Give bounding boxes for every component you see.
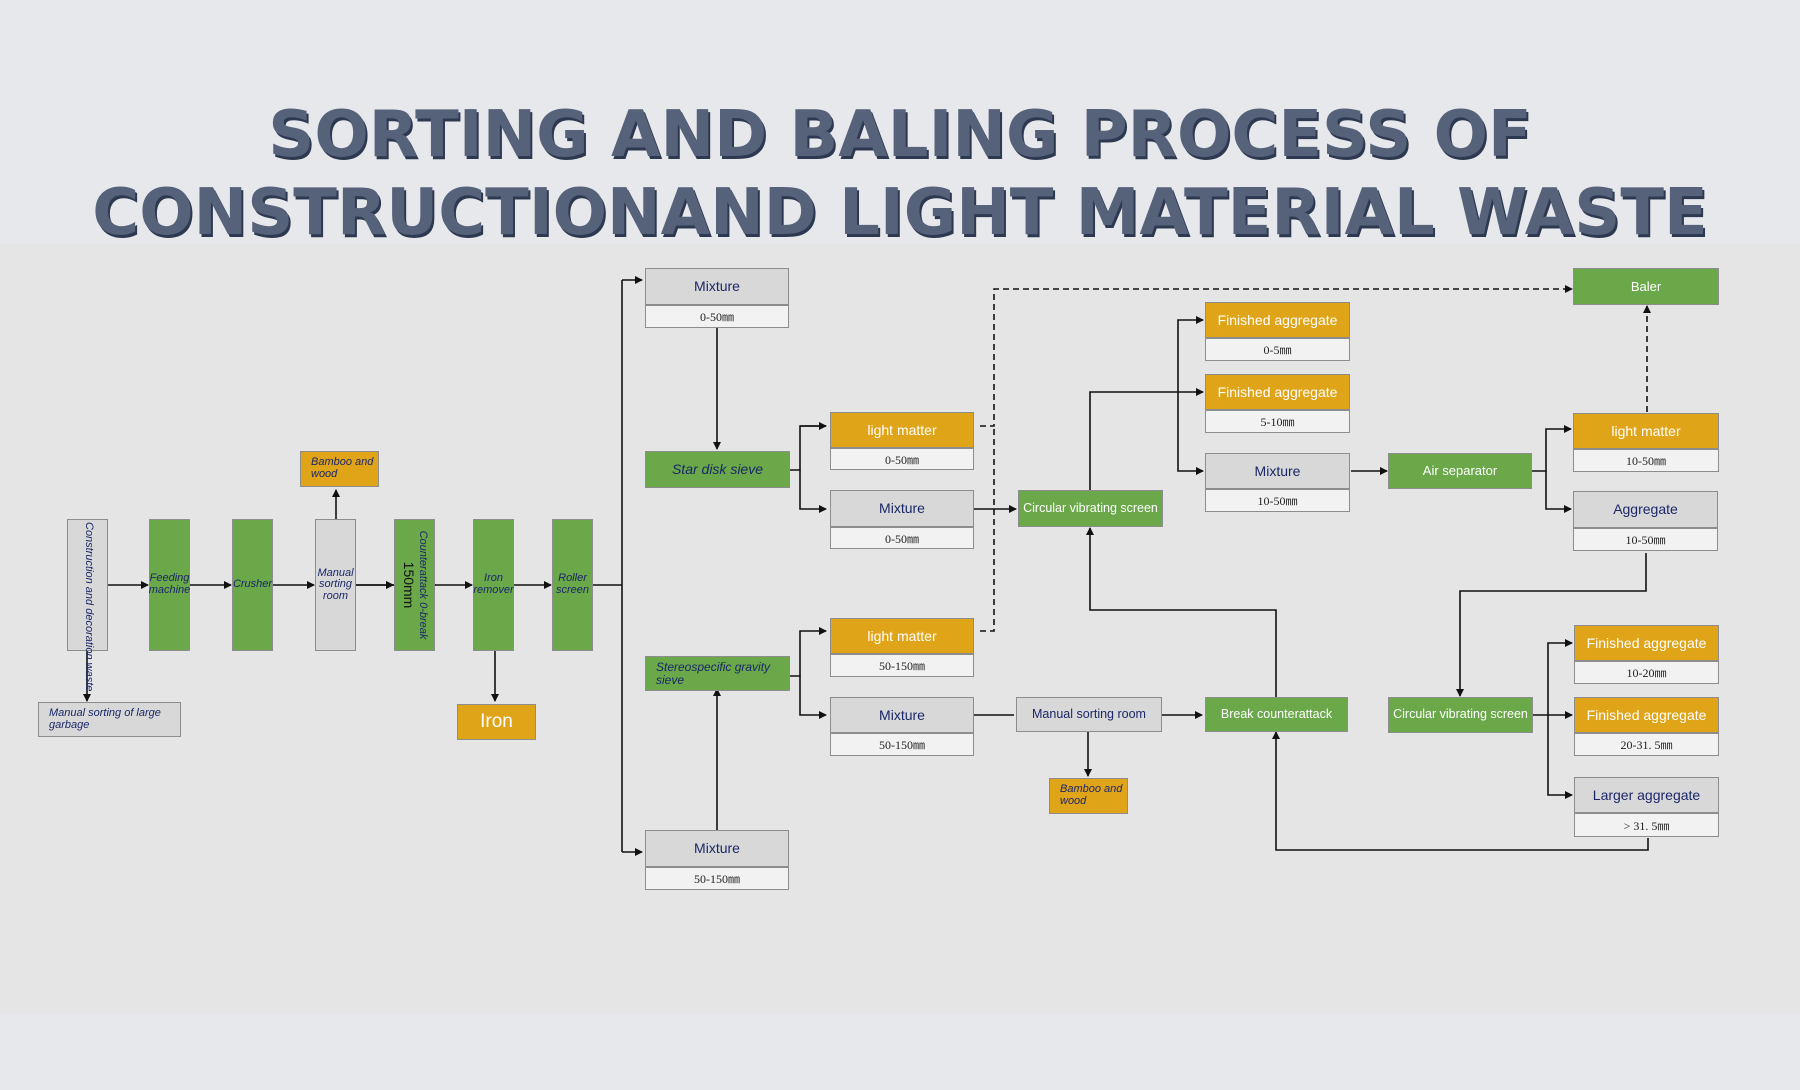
mixture-b-node: Mixture	[830, 697, 974, 733]
iron-remover-label: Iron remover	[473, 572, 514, 596]
crusher-label: Crusher	[232, 578, 273, 591]
mixture-top-size: 0-50㎜	[645, 305, 789, 328]
light-matter-1-size: 0-50㎜	[830, 448, 974, 470]
crusher-node: Crusher	[232, 519, 273, 651]
finished-agg-3-size: 10-20㎜	[1574, 661, 1719, 684]
mixture-a-node: Mixture	[830, 490, 974, 527]
light-matter-1-node: light matter	[830, 412, 974, 448]
mixture-a-size: 0-50㎜	[830, 527, 974, 549]
finished-agg-1-node: Finished aggregate	[1205, 302, 1350, 338]
light-matter-3-size: 10-50㎜	[1573, 449, 1719, 472]
manual-sorting-room-2-node: Manual sorting room	[1016, 697, 1162, 732]
aggregate-size: 10-50㎜	[1573, 528, 1718, 551]
iron-node: Iron	[457, 704, 536, 740]
finished-agg-1-size: 0-5㎜	[1205, 338, 1350, 361]
construction-waste-label: Construction and decoration waste	[82, 522, 95, 692]
mixture-top-node: Mixture	[645, 268, 789, 305]
title-line-1: SORTING AND BALING PROCESS OF	[268, 98, 1532, 172]
baler-node: Baler	[1573, 268, 1719, 305]
circular-screen-2-node: Circular vibrating screen	[1388, 697, 1533, 733]
finished-agg-2-node: Finished aggregate	[1205, 374, 1350, 410]
finished-agg-2-size: 5-10㎜	[1205, 410, 1350, 433]
manual-sorting-room-1-node: Manual sorting room	[315, 519, 356, 651]
larger-agg-size: > 31. 5㎜	[1574, 813, 1719, 837]
manual-sorting-large-node: Manual sorting of large garbage	[38, 702, 181, 737]
circular-screen-1-node: Circular vibrating screen	[1018, 490, 1163, 527]
mixture-c-node: Mixture	[1205, 453, 1350, 489]
construction-waste-node: Construction and decoration waste	[67, 519, 108, 692]
title-line-2: CONSTRUCTIONAND LIGHT MATERIAL WASTE	[92, 176, 1708, 250]
stereospecific-sieve-node: Stereospecific gravity sieve	[645, 656, 790, 691]
mixture-bottom-node: Mixture	[645, 830, 789, 867]
break-counterattack-node: Break counterattack	[1205, 697, 1348, 732]
bamboo-wood-2-node: Bamboo and wood	[1049, 778, 1128, 814]
mixture-c-size: 10-50㎜	[1205, 489, 1350, 512]
roller-screen-node: Roller screen	[552, 519, 593, 651]
counterattack-break-label: Counterattack 0-break	[416, 530, 429, 640]
mixture-b-size: 50-150㎜	[830, 733, 974, 756]
roller-screen-label: Roller screen	[555, 572, 590, 596]
bamboo-wood-1-node: Bamboo and wood	[300, 451, 379, 487]
larger-agg-node: Larger aggregate	[1574, 777, 1719, 813]
manual-sorting-room-1-label: Manual sorting room	[317, 566, 354, 602]
feeding-machine-label: Feeding machine	[148, 572, 191, 596]
air-separator-node: Air separator	[1388, 453, 1532, 489]
light-matter-3-node: light matter	[1573, 413, 1719, 449]
star-disk-sieve-node: Star disk sieve	[645, 451, 790, 488]
finished-agg-4-node: Finished aggregate	[1574, 697, 1719, 733]
finished-agg-3-node: Finished aggregate	[1574, 625, 1719, 661]
mixture-bottom-size: 50-150㎜	[645, 867, 789, 890]
light-matter-2-node: light matter	[830, 618, 974, 654]
light-matter-2-size: 50-150㎜	[830, 654, 974, 677]
feeding-machine-node: Feeding machine	[149, 519, 190, 651]
counterattack-size-label: 150mm	[401, 561, 418, 609]
iron-remover-node: Iron remover	[473, 519, 514, 651]
counterattack-break-node: Counterattack 0-break 150mm	[394, 519, 435, 651]
finished-agg-4-size: 20-31. 5㎜	[1574, 733, 1719, 756]
aggregate-node: Aggregate	[1573, 491, 1718, 528]
counterattack-break-text: Counterattack 0-break 150mm	[401, 525, 429, 645]
page-title: SORTING AND BALING PROCESS OF CONSTRUCTI…	[0, 96, 1800, 252]
